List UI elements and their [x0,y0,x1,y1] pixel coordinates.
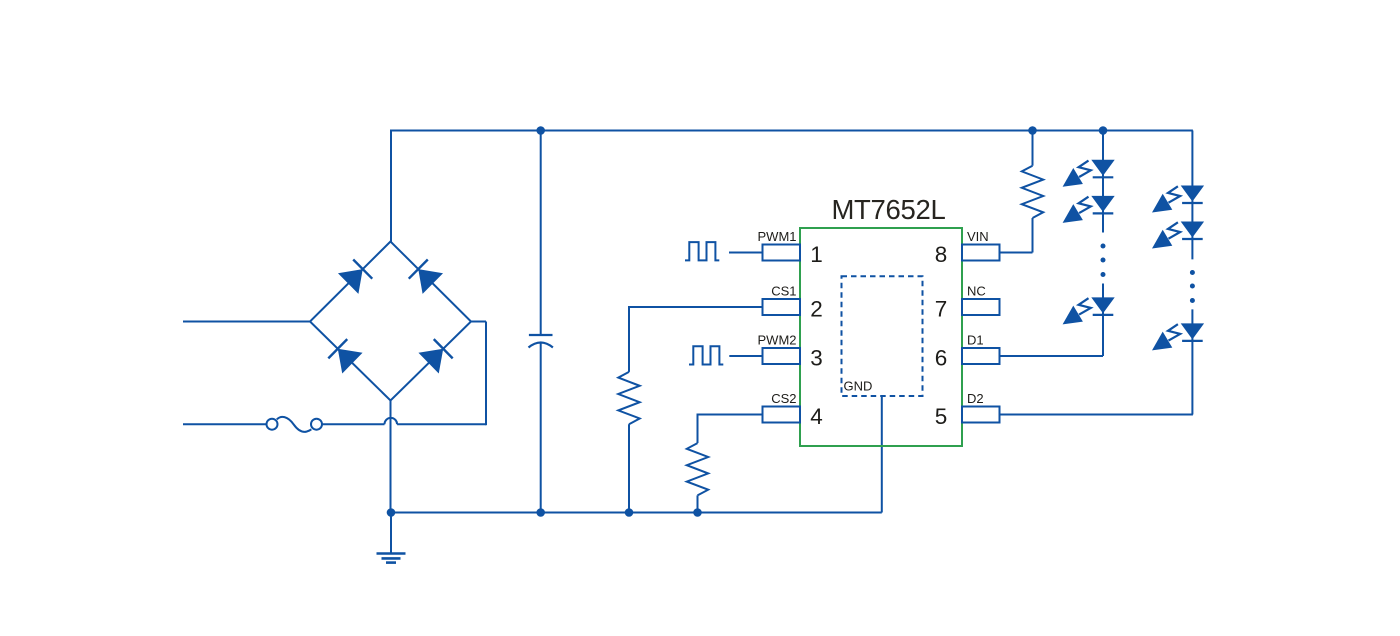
svg-text:NC: NC [967,283,986,298]
svg-text:2: 2 [810,297,823,322]
svg-text:D1: D1 [967,332,984,347]
svg-text:PWM2: PWM2 [758,332,797,347]
svg-text:3: 3 [810,346,823,371]
svg-text:7: 7 [935,297,948,322]
svg-text:PWM1: PWM1 [758,229,797,244]
svg-text:D2: D2 [967,391,984,406]
svg-text:1: 1 [810,242,823,267]
svg-text:4: 4 [810,404,823,429]
svg-text:CS1: CS1 [771,283,796,298]
svg-text:8: 8 [935,242,948,267]
svg-text:VIN: VIN [967,229,989,244]
svg-text:MT7652L: MT7652L [831,194,945,225]
svg-text:5: 5 [935,404,948,429]
svg-text:GND: GND [844,379,873,394]
svg-text:6: 6 [935,346,948,371]
svg-text:CS2: CS2 [771,391,796,406]
